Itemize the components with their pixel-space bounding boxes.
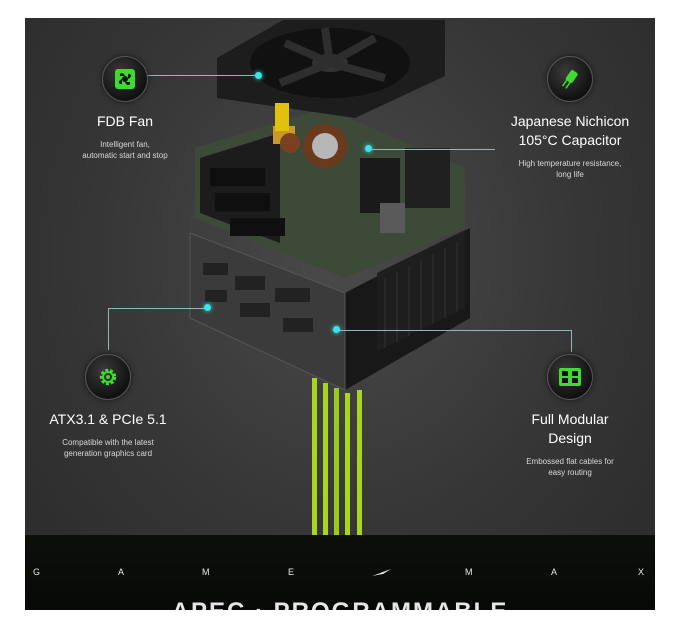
feature-title: ATX3.1 & PCIe 5.1 xyxy=(49,411,167,427)
title-line: 105°C Capacitor xyxy=(518,132,622,148)
psu-exploded-illustration xyxy=(189,20,470,535)
feature-title: FDB Fan xyxy=(96,113,153,129)
desc-line: automatic start and stop xyxy=(82,151,168,160)
connector-line-fan xyxy=(146,75,258,76)
connector-dot-modular xyxy=(333,326,340,333)
desc-line: generation graphics card xyxy=(63,449,153,458)
title-line: Japanese Nichicon xyxy=(510,113,630,129)
product-feature-panel: FDB Fan Intelligent fan, automatic start… xyxy=(25,18,655,610)
feature-description: Embossed flat cables for easy routing xyxy=(500,456,640,478)
title-line: Design xyxy=(548,430,592,446)
brand-letter: A xyxy=(551,567,558,577)
pcb-board xyxy=(195,108,465,278)
desc-line: High temperature resistance, xyxy=(518,159,622,168)
brand-letter: E xyxy=(288,567,295,577)
desc-line: easy routing xyxy=(548,468,592,477)
desc-line: long life xyxy=(556,170,584,179)
brand-letter: A xyxy=(118,567,125,577)
connector-line-modular-h xyxy=(338,330,571,331)
brand-bar: G A M E M A X xyxy=(25,535,655,610)
connector-line-atx-h xyxy=(108,308,208,309)
connector-dot-fan xyxy=(255,72,262,79)
brand-logo-icon xyxy=(372,569,391,576)
feature-full-modular: Full Modular Design Embossed flat cables… xyxy=(500,354,640,478)
gear-icon xyxy=(85,354,131,400)
tagline-heading: APEC · PROGRAMMABLE xyxy=(25,598,655,610)
capacitor-icon xyxy=(547,56,593,102)
brand-letter: M xyxy=(202,567,210,577)
feature-atx: ATX3.1 & PCIe 5.1 Compatible with the la… xyxy=(38,354,178,459)
feature-capacitor: Japanese Nichicon 105°C Capacitor High t… xyxy=(495,56,645,180)
feature-title: Full Modular Design xyxy=(500,410,640,448)
connector-dot-capacitor xyxy=(365,145,372,152)
feature-description: Intelligent fan, automatic start and sto… xyxy=(55,139,195,161)
fan-assembly xyxy=(217,20,445,131)
desc-line: Compatible with the latest xyxy=(62,438,154,447)
brand-letter: G xyxy=(33,567,41,577)
modular-connector-icon xyxy=(547,354,593,400)
feature-description: Compatible with the latest generation gr… xyxy=(38,437,178,459)
fan-icon xyxy=(102,56,148,102)
modular-cables xyxy=(312,378,362,535)
desc-line: Intelligent fan, xyxy=(100,140,150,149)
brand-letter: X xyxy=(638,567,645,577)
brand-letter: M xyxy=(465,567,473,577)
feature-title: Japanese Nichicon 105°C Capacitor xyxy=(495,112,645,150)
connector-line-modular-v xyxy=(571,330,572,352)
desc-line: Embossed flat cables for xyxy=(526,457,614,466)
feature-description: High temperature resistance, long life xyxy=(495,158,645,180)
connector-dot-atx xyxy=(204,304,211,311)
connector-line-atx-v xyxy=(108,308,109,350)
psu-case xyxy=(189,228,470,391)
feature-fdb-fan: FDB Fan Intelligent fan, automatic start… xyxy=(55,56,195,161)
title-line: Full Modular xyxy=(531,411,609,427)
connector-line-capacitor xyxy=(370,149,495,150)
